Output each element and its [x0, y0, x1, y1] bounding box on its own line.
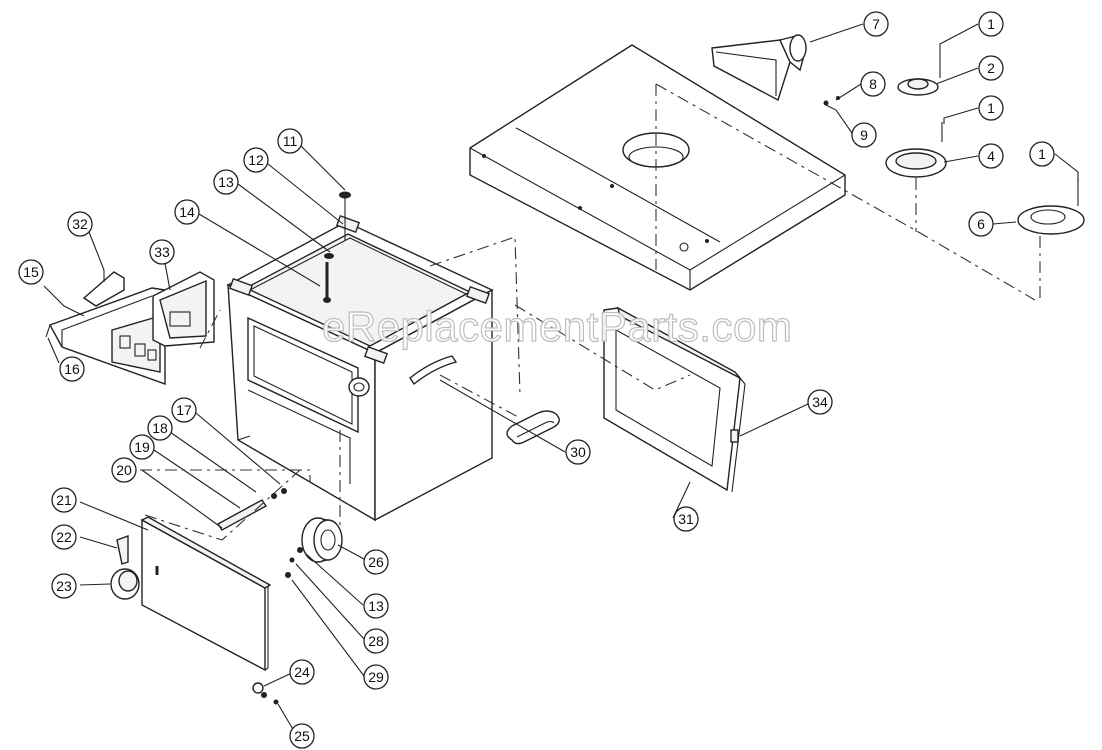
svg-text:1: 1 — [1038, 146, 1046, 162]
svg-text:1: 1 — [987, 100, 995, 116]
side-panel — [603, 306, 746, 493]
callout-26: 26 — [363, 549, 389, 575]
cabinet-door — [110, 516, 272, 672]
callout-34: 34 — [807, 389, 833, 415]
dust-chute — [711, 34, 807, 102]
svg-text:20: 20 — [116, 462, 132, 478]
svg-text:4: 4 — [987, 148, 995, 164]
svg-text:2: 2 — [987, 60, 995, 76]
callout-33: 33 — [149, 239, 175, 265]
svg-text:31: 31 — [678, 511, 694, 527]
callout-16: 16 — [59, 356, 85, 382]
leader-lines — [43, 23, 1079, 732]
callout-13b: 13 — [363, 593, 389, 619]
drive-pulley — [285, 517, 343, 578]
callout-11: 11 — [277, 128, 303, 154]
callout-14: 14 — [174, 199, 200, 225]
callout-21: 21 — [51, 487, 77, 513]
callout-6: 6 — [968, 211, 994, 237]
callout-17: 17 — [171, 397, 197, 423]
svg-text:33: 33 — [154, 244, 170, 260]
callout-28: 28 — [363, 628, 389, 654]
callout-24: 24 — [289, 659, 315, 685]
callout-20: 20 — [111, 457, 137, 483]
svg-text:12: 12 — [248, 152, 264, 168]
switch-panel — [45, 271, 215, 385]
svg-text:17: 17 — [176, 402, 192, 418]
svg-text:24: 24 — [294, 664, 310, 680]
svg-text:16: 16 — [64, 361, 80, 377]
cabinet-stand — [226, 214, 494, 522]
callout-15: 15 — [18, 259, 44, 285]
callout-19: 19 — [129, 434, 155, 460]
table-top — [469, 44, 846, 291]
callout-4: 4 — [978, 143, 1004, 169]
callout-7: 7 — [863, 11, 889, 37]
svg-text:9: 9 — [860, 127, 868, 143]
svg-text:32: 32 — [72, 216, 88, 232]
svg-text:15: 15 — [23, 264, 39, 280]
svg-text:6: 6 — [977, 216, 985, 232]
svg-text:21: 21 — [56, 492, 72, 508]
callout-25: 25 — [289, 723, 315, 749]
callout-12: 12 — [243, 147, 269, 173]
callout-8: 8 — [860, 71, 886, 97]
callout-9: 9 — [851, 122, 877, 148]
callout-1a: 1 — [978, 11, 1004, 37]
callout-31: 31 — [673, 506, 699, 532]
svg-text:13: 13 — [368, 598, 384, 614]
hinge-hardware — [216, 488, 287, 705]
callout-1c: 1 — [1029, 141, 1055, 167]
callout-18: 18 — [147, 415, 173, 441]
svg-text:18: 18 — [152, 420, 168, 436]
svg-text:29: 29 — [368, 669, 384, 685]
svg-text:23: 23 — [56, 578, 72, 594]
drive-belt — [506, 410, 560, 445]
callout-2: 2 — [978, 55, 1004, 81]
svg-text:25: 25 — [294, 728, 310, 744]
assembly-centerlines — [140, 83, 1041, 541]
svg-text:13: 13 — [218, 174, 234, 190]
callout-13a: 13 — [213, 169, 239, 195]
svg-text:1: 1 — [987, 16, 995, 32]
bolt-hardware — [323, 191, 351, 303]
callout-29: 29 — [363, 664, 389, 690]
svg-text:11: 11 — [283, 133, 298, 149]
callout-32: 32 — [67, 211, 93, 237]
callout-1b: 1 — [978, 95, 1004, 121]
small-hardware-top — [823, 57, 1085, 235]
svg-text:28: 28 — [368, 633, 384, 649]
svg-text:22: 22 — [56, 529, 72, 545]
svg-text:30: 30 — [570, 444, 586, 460]
svg-text:26: 26 — [368, 554, 384, 570]
callout-22: 22 — [51, 524, 77, 550]
svg-text:7: 7 — [872, 16, 880, 32]
svg-text:34: 34 — [812, 394, 828, 410]
svg-text:14: 14 — [179, 204, 195, 220]
callout-23: 23 — [51, 573, 77, 599]
svg-text:19: 19 — [134, 439, 150, 455]
callout-30: 30 — [565, 439, 591, 465]
svg-text:8: 8 — [869, 76, 877, 92]
